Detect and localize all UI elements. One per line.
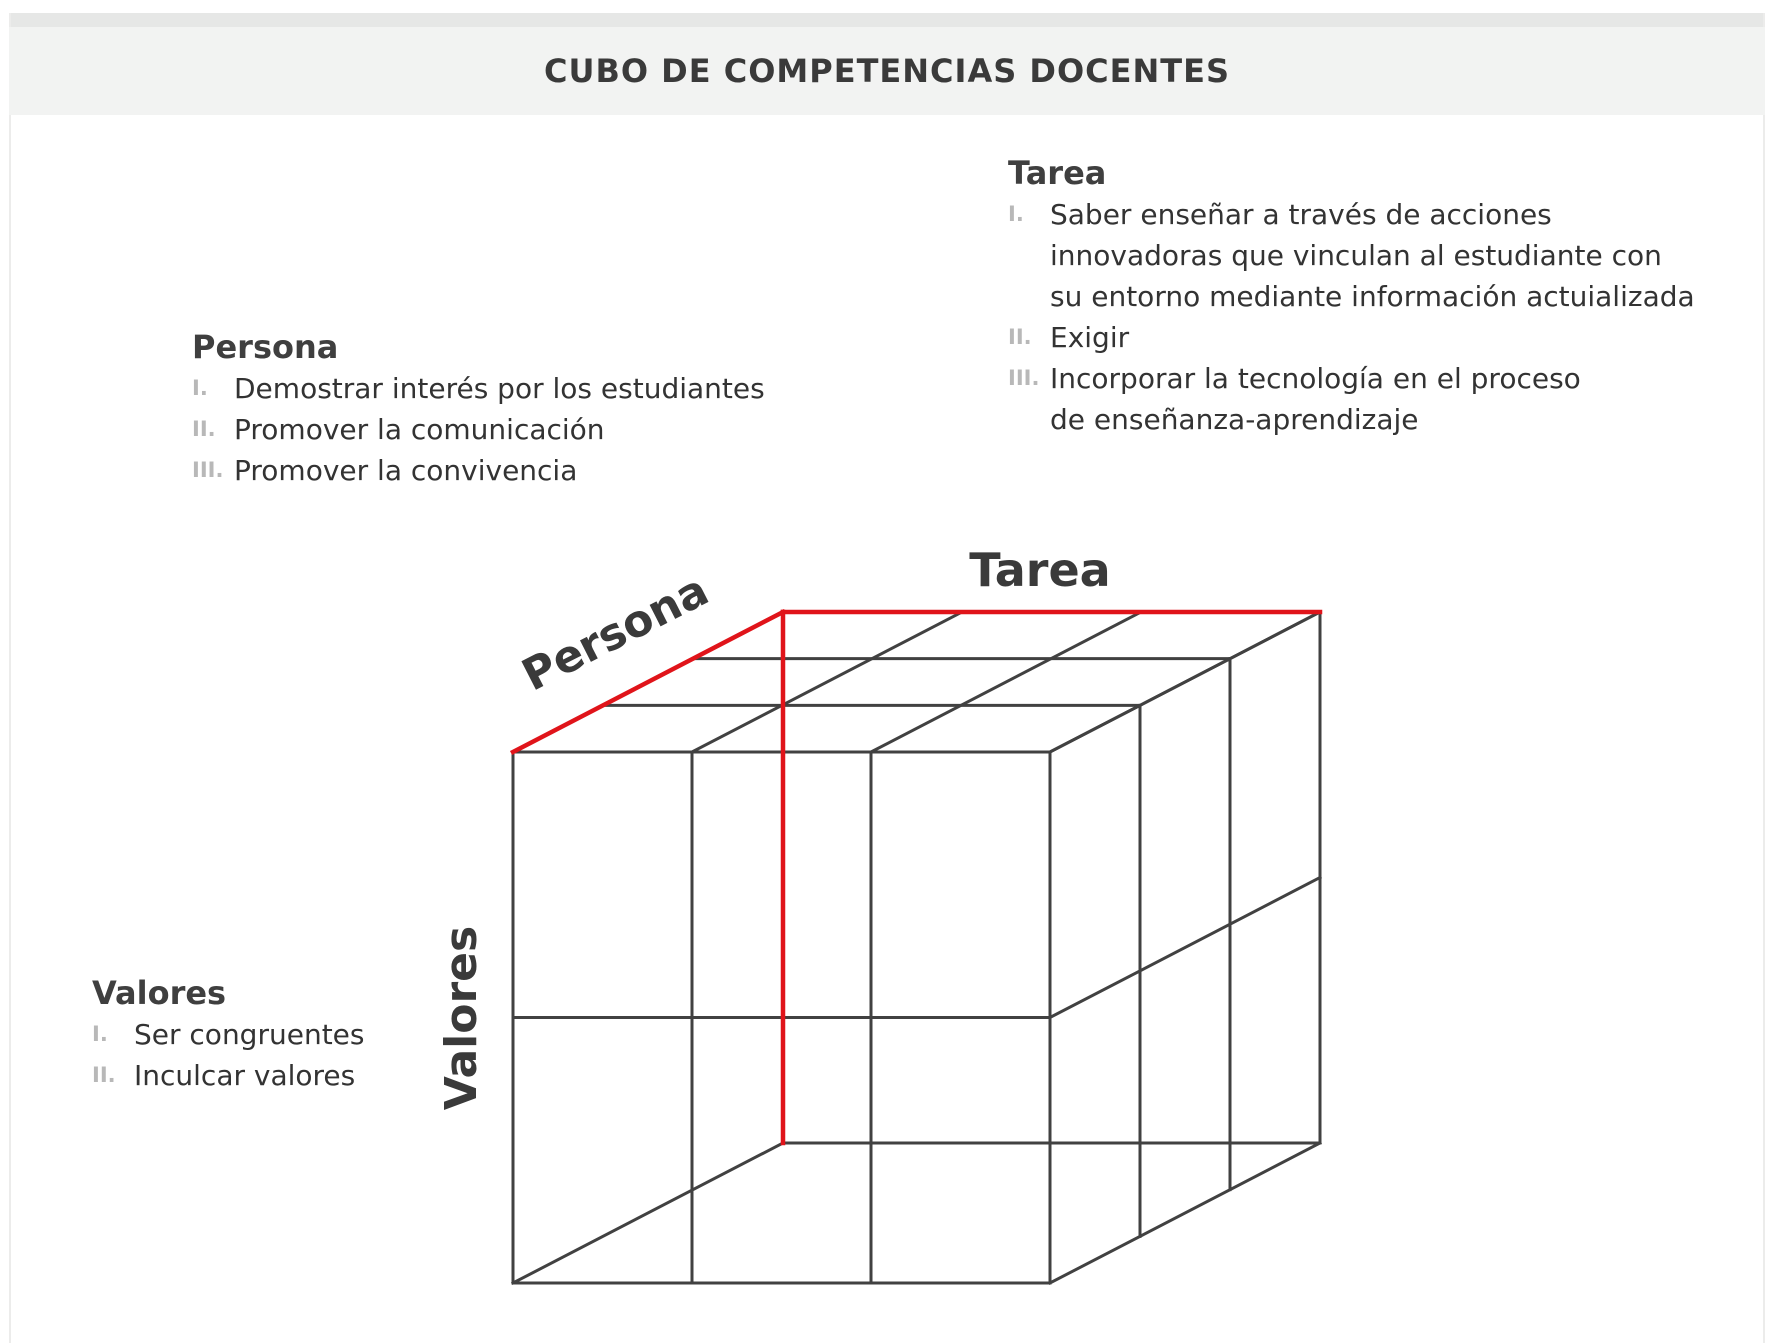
persona-description-block: Persona I. Demostrar interés por los estu… — [192, 326, 765, 491]
list-item-text: Inculcar valores — [134, 1059, 356, 1092]
valores-competence-list: I. Ser congruentes II. Inculcar valores — [92, 1014, 364, 1096]
tarea-block-title: Tarea — [1008, 154, 1107, 192]
top-border-bar — [9, 13, 1765, 27]
list-item: II. Promover la comunicación — [192, 409, 765, 450]
top-face-depth-line — [689, 609, 965, 755]
list-item: III. Promover la convivencia — [192, 450, 765, 491]
list-numeral: I. — [1008, 202, 1024, 226]
list-item: I. Ser congruentes — [92, 1014, 364, 1055]
right-face-depth-line — [1047, 875, 1323, 1020]
list-item-text: Promover la comunicación — [234, 413, 605, 446]
top-face-depth-line — [868, 609, 1144, 755]
list-item-text: Exigir — [1050, 321, 1130, 354]
figure-header: CUBO DE COMPETENCIAS DOCENTES — [9, 27, 1765, 115]
axis-label-tarea: Tarea — [969, 543, 1110, 597]
list-item: II. Exigir — [1008, 317, 1695, 358]
figure-title: CUBO DE COMPETENCIAS DOCENTES — [543, 52, 1231, 90]
list-numeral: I. — [92, 1022, 108, 1046]
tarea-competence-list: I. Saber enseñar a través de acciones inn… — [1008, 194, 1695, 440]
list-numeral: III. — [192, 458, 224, 482]
persona-competence-list: I.Demostrar interés por los estudiantes … — [192, 368, 765, 491]
list-item-text: Demostrar interés por los estudiantes — [234, 372, 765, 405]
figure-frame — [9, 13, 1765, 1343]
list-item: II. Inculcar valores — [92, 1055, 364, 1096]
valores-block-title: Valores — [92, 974, 227, 1012]
list-item-text: Promover la convivencia — [234, 454, 578, 487]
list-numeral: I. — [192, 376, 208, 400]
cube-grid-lines — [510, 609, 1323, 1286]
axis-label-valores: Valores — [436, 926, 487, 1110]
valores-description-block: Valores I. Ser congruentes II. Inculcar va… — [92, 972, 364, 1096]
right-face-depth-line — [1047, 1140, 1323, 1286]
list-item-text: Saber enseñar a través de acciones innov… — [1050, 198, 1695, 313]
persona-block-title: Persona — [192, 328, 339, 366]
list-item: I. Saber enseñar a través de acciones inn… — [1008, 194, 1695, 317]
list-item: I. Demostrar interés por los estudiantes — [192, 368, 765, 409]
list-numeral: II. — [192, 417, 216, 441]
axis-label-persona: Persona — [514, 565, 716, 702]
list-numeral: II. — [1008, 325, 1032, 349]
list-numeral: III. — [1008, 366, 1040, 390]
cube-highlight-edges — [509, 608, 1323, 1146]
left-bottom-depth-edge — [510, 1140, 786, 1286]
list-numeral: II. — [92, 1063, 116, 1087]
list-item-text: Ser congruentes — [134, 1018, 365, 1051]
right-face-depth-line — [1047, 609, 1323, 755]
persona-axis-edge — [509, 608, 787, 756]
tarea-description-block: Tarea I. Saber enseñar a través de accion… — [1008, 152, 1695, 440]
list-item: III. Incorporar la tecnología en el proce… — [1008, 358, 1695, 440]
list-item-text: Incorporar la tecnología en el proceso d… — [1050, 362, 1581, 436]
